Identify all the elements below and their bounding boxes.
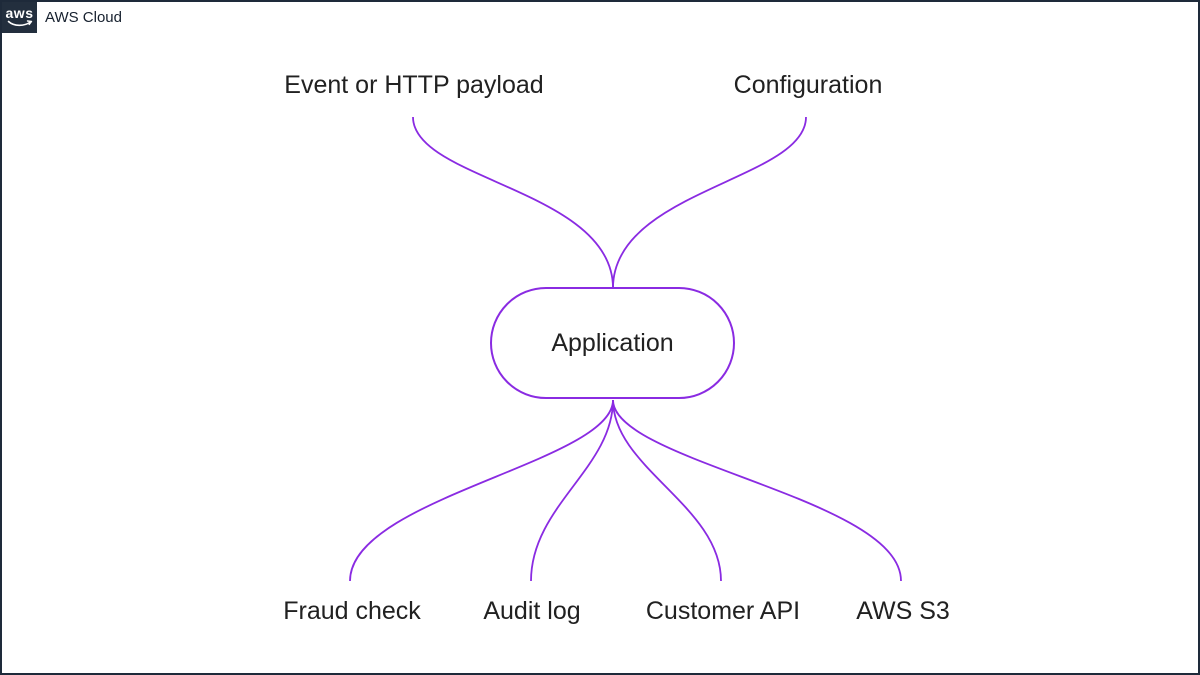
label-event-or-http-payload: Event or HTTP payload bbox=[284, 71, 544, 99]
label-configuration: Configuration bbox=[733, 71, 883, 99]
aws-logo-text: aws bbox=[5, 5, 34, 21]
label-audit-log: Audit log bbox=[483, 597, 581, 625]
edge-application-to-fraud-check bbox=[349, 399, 614, 582]
aws-cloud-label: AWS Cloud bbox=[45, 9, 122, 26]
edge-configuration-to-application bbox=[612, 116, 807, 289]
label-customer-api: Customer API bbox=[645, 597, 801, 625]
edge-application-to-customer-api bbox=[612, 399, 722, 582]
edge-event-to-application bbox=[412, 116, 614, 289]
aws-smile-icon bbox=[7, 20, 32, 27]
aws-logo: aws bbox=[2, 2, 37, 33]
edge-application-to-aws-s3 bbox=[612, 399, 902, 582]
edge-application-to-audit-log bbox=[530, 399, 614, 582]
label-fraud-check: Fraud check bbox=[283, 597, 421, 625]
application-node-label: Application bbox=[551, 328, 674, 357]
label-aws-s3: AWS S3 bbox=[856, 597, 950, 625]
application-node: Application bbox=[490, 287, 735, 399]
